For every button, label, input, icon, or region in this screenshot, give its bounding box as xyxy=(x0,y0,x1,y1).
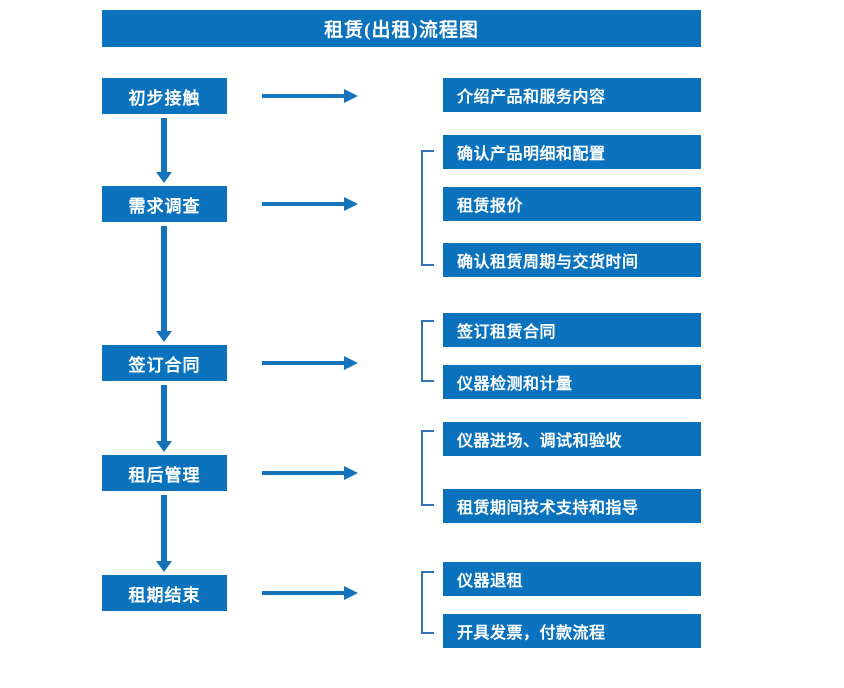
detail-box-9[interactable]: 仪器退租 xyxy=(443,562,701,596)
detail-box-2[interactable]: 确认产品明细和配置 xyxy=(443,135,701,169)
detail-box-4[interactable]: 确认租赁周期与交货时间 xyxy=(443,243,701,277)
detail-box-10[interactable]: 开具发票，付款流程 xyxy=(443,614,701,648)
stage-box-5[interactable]: 租期结束 xyxy=(102,575,227,611)
arrow-right-icon-1 xyxy=(262,87,359,105)
arrow-down-icon-2 xyxy=(155,226,173,343)
group-bracket-icon-2 xyxy=(421,320,434,382)
group-bracket-icon-3 xyxy=(421,430,434,506)
stage-box-1[interactable]: 初步接触 xyxy=(102,78,227,114)
stage-box-4[interactable]: 租后管理 xyxy=(102,455,227,491)
arrow-right-icon-2 xyxy=(262,195,359,213)
detail-box-1[interactable]: 介绍产品和服务内容 xyxy=(443,78,701,112)
detail-box-6[interactable]: 仪器检测和计量 xyxy=(443,365,701,399)
detail-box-3[interactable]: 租赁报价 xyxy=(443,187,701,221)
page-title: 租赁(出租)流程图 xyxy=(102,10,701,47)
arrow-down-icon-3 xyxy=(155,385,173,453)
stage-box-3[interactable]: 签订合同 xyxy=(102,345,227,381)
arrow-right-icon-4 xyxy=(262,464,359,482)
stage-box-2[interactable]: 需求调查 xyxy=(102,186,227,222)
group-bracket-icon-1 xyxy=(421,150,434,266)
arrow-right-icon-3 xyxy=(262,354,359,372)
detail-box-7[interactable]: 仪器进场、调试和验收 xyxy=(443,422,701,456)
detail-box-5[interactable]: 签订租赁合同 xyxy=(443,313,701,347)
detail-box-8[interactable]: 租赁期间技术支持和指导 xyxy=(443,489,701,523)
group-bracket-icon-4 xyxy=(421,571,434,634)
arrow-down-icon-1 xyxy=(155,118,173,184)
arrow-down-icon-4 xyxy=(155,495,173,573)
arrow-right-icon-5 xyxy=(262,584,359,602)
